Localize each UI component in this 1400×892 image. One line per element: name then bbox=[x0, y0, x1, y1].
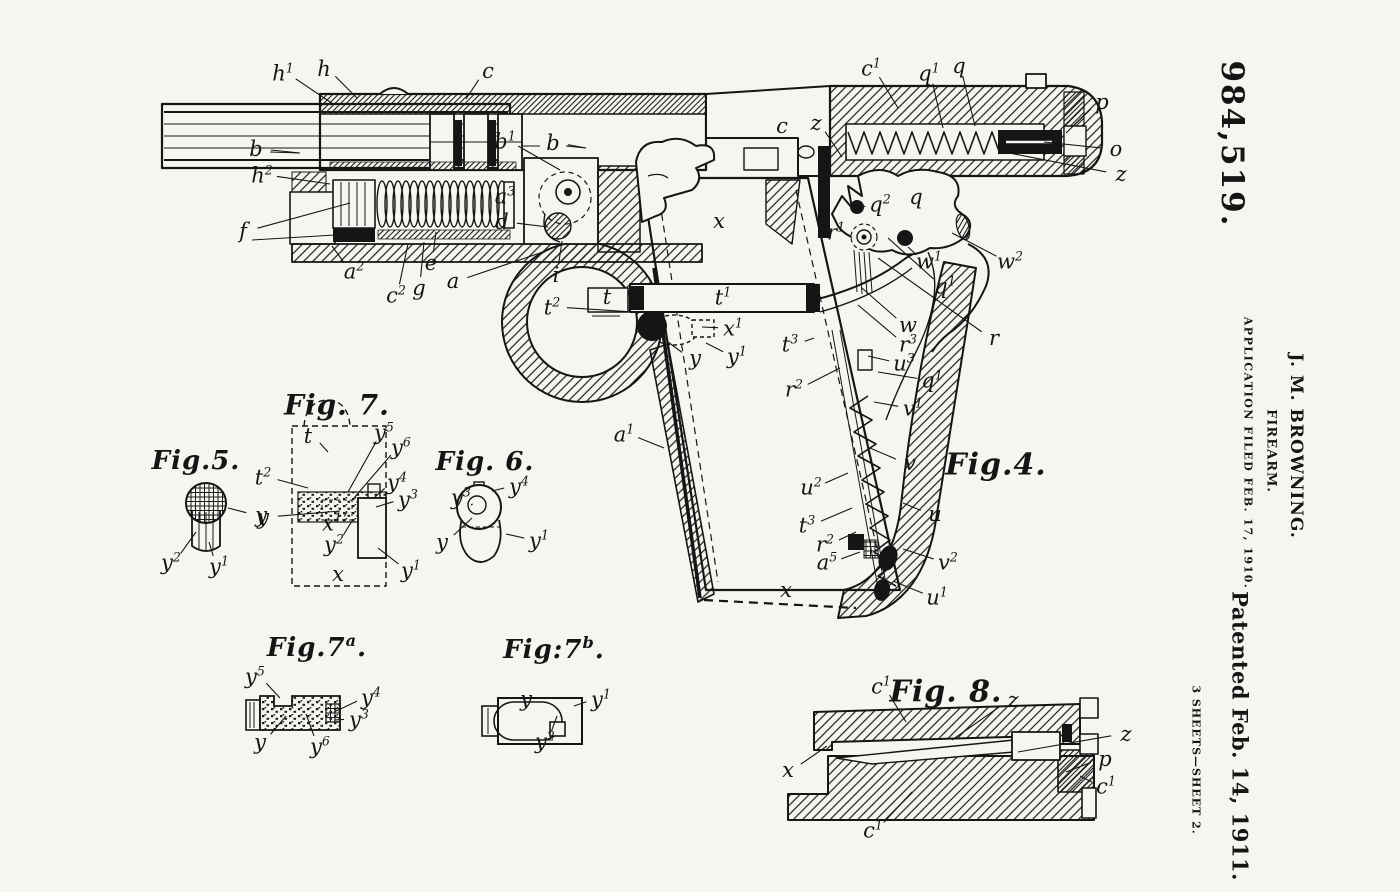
fig7b-catch-body bbox=[481, 697, 583, 745]
grip-safety bbox=[931, 243, 990, 353]
fig7a-catch-body bbox=[245, 695, 341, 731]
front-sight bbox=[379, 87, 409, 95]
patented-date-line: Patented Feb. 14, 1911. bbox=[1227, 591, 1253, 881]
rear-sight bbox=[1025, 73, 1047, 89]
invention-title: FIREARM. bbox=[1263, 409, 1279, 493]
barrel-link bbox=[523, 157, 599, 245]
backstrap-mainspring-housing bbox=[837, 261, 977, 619]
trigger bbox=[637, 311, 667, 341]
leader-lines bbox=[180, 75, 1112, 823]
recoil-spring bbox=[376, 180, 508, 228]
breech-block bbox=[635, 137, 716, 223]
fig8-slide-frame-detail bbox=[787, 697, 1099, 821]
application-filed-line: APPLICATION FILED FEB. 17, 1910. bbox=[1241, 316, 1255, 590]
fig4-pistol-section bbox=[160, 73, 1104, 619]
fig6-catch-button bbox=[456, 481, 502, 563]
inventor-name: J. M. BROWNING. bbox=[1286, 353, 1306, 539]
firing-pin-spring bbox=[847, 131, 1001, 155]
fig5-plunger bbox=[185, 482, 227, 552]
recoil-spring-plug bbox=[332, 179, 376, 242]
sheets-line: 3 SHEETS—SHEET 2. bbox=[1189, 685, 1203, 835]
mainspring bbox=[849, 395, 897, 587]
trigger-bar bbox=[629, 283, 815, 313]
hammer bbox=[831, 168, 972, 295]
patent-number: 984,519. bbox=[1214, 60, 1250, 228]
fig7-magazine-catch-assembly bbox=[291, 399, 387, 587]
fig8-lower-member bbox=[787, 755, 1095, 821]
magazine-floor bbox=[703, 598, 857, 610]
